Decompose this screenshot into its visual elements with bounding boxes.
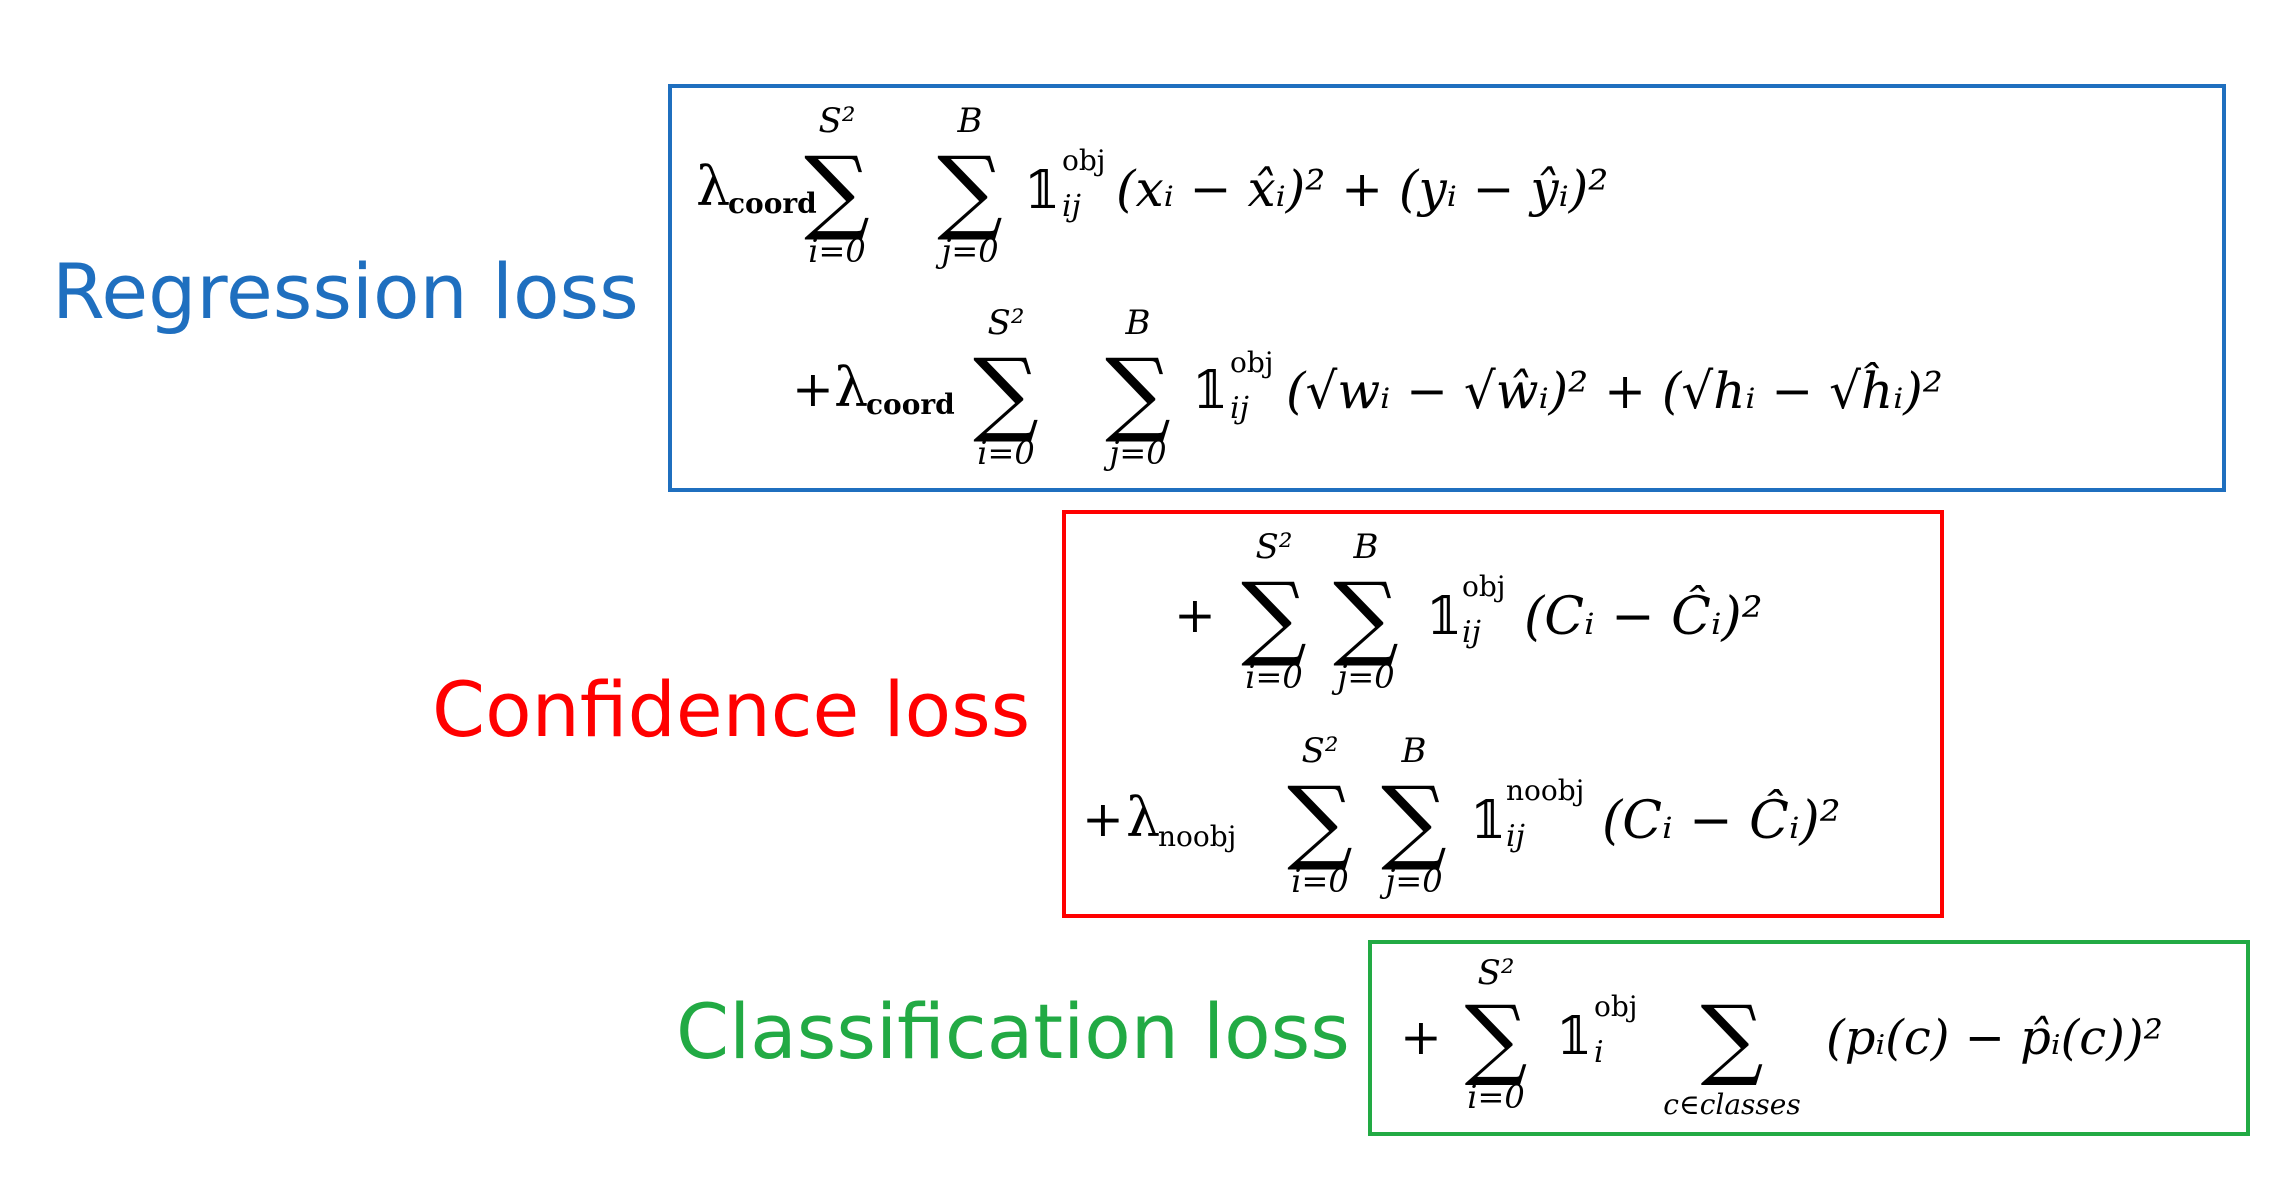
sum-lower-i0: i=0: [977, 434, 1034, 472]
classification-formula: + S² ∑ i=0 𝟙 obj i ∑ c∈classes (pᵢ(c) − …: [1400, 953, 2163, 1121]
indicator-sup-obj: obj: [1462, 570, 1505, 603]
indicator-sup-obj: obj: [1230, 346, 1273, 379]
sum-lower-j0: j=0: [935, 232, 998, 270]
sum-lower-i0: i=0: [808, 232, 865, 270]
sum-lower-classes: c∈classes: [1663, 1088, 1800, 1121]
regression-loss-label: Regression loss: [52, 247, 639, 336]
indicator-sup-obj: obj: [1062, 144, 1105, 177]
sum-upper-s2: S²: [1302, 731, 1339, 771]
sum-symbol-i: ∑: [1287, 767, 1353, 874]
term-xy: (xᵢ − x̂ᵢ)² + (yᵢ − ŷᵢ)²: [1116, 160, 1608, 218]
sum-lower-i0: i=0: [1467, 1078, 1524, 1116]
indicator-symbol: 𝟙: [1470, 791, 1506, 851]
sum-symbol-i: ∑: [973, 339, 1039, 446]
plus-sign: +: [1082, 790, 1124, 848]
indicator-sup-obj: obj: [1594, 990, 1637, 1023]
indicator-sub-ij: ij: [1506, 819, 1525, 854]
coord-subscript: coord: [728, 187, 817, 220]
classification-loss-box: + S² ∑ i=0 𝟙 obj i ∑ c∈classes (pᵢ(c) − …: [1368, 940, 2250, 1136]
sum-upper-b: B: [1353, 527, 1379, 567]
indicator-sub-ij: ij: [1062, 189, 1081, 224]
sum-lower-j0: j=0: [1103, 434, 1166, 472]
coord-subscript: coord: [866, 388, 955, 421]
sum-lower-i0: i=0: [1245, 658, 1302, 696]
confidence-loss-box: + S² ∑ i=0 B ∑ j=0 𝟙 obj ij (Cᵢ − Ĉᵢ)² +…: [1062, 510, 1944, 918]
sum-symbol-j: ∑: [1105, 339, 1171, 446]
sum-lower-i0: i=0: [1291, 862, 1348, 900]
regression-formula: λ coord S² ∑ i=0 B ∑ j=0 𝟙 obj ij (xᵢ − …: [696, 101, 1943, 472]
indicator-symbol: 𝟙: [1426, 587, 1462, 647]
sum-symbol-c: ∑: [1701, 986, 1764, 1089]
sum-upper-s2: S²: [1478, 953, 1515, 993]
sum-symbol-j: ∑: [1381, 767, 1447, 874]
sum-upper-s2: S²: [1256, 527, 1293, 567]
term-c-noobj: (Cᵢ − Ĉᵢ)²: [1602, 789, 1841, 851]
plus-sign: +: [1174, 586, 1216, 644]
indicator-sub-ij: ij: [1462, 615, 1481, 650]
sum-upper-b: B: [957, 101, 983, 141]
confidence-loss-label: Confidence loss: [432, 665, 1031, 754]
lambda-symbol: λ: [696, 155, 730, 218]
sum-symbol-i: ∑: [1241, 563, 1307, 670]
indicator-sub-ij: ij: [1230, 391, 1249, 426]
sum-upper-s2: S²: [819, 101, 856, 141]
sum-lower-j0: j=0: [1331, 658, 1394, 696]
indicator-sup-noobj: noobj: [1506, 774, 1584, 807]
classification-loss-label: Classification loss: [676, 987, 1350, 1076]
term-p: (pᵢ(c) − p̂ᵢ(c))²: [1826, 1010, 2163, 1066]
sum-lower-j0: j=0: [1379, 862, 1442, 900]
noobj-subscript: noobj: [1158, 820, 1236, 853]
indicator-symbol: 𝟙: [1556, 1007, 1592, 1067]
sum-symbol-j: ∑: [1333, 563, 1399, 670]
sum-symbol-j: ∑: [937, 137, 1003, 244]
sum-upper-b: B: [1401, 731, 1427, 771]
indicator-symbol: 𝟙: [1024, 161, 1060, 221]
confidence-formula: + S² ∑ i=0 B ∑ j=0 𝟙 obj ij (Cᵢ − Ĉᵢ)² +…: [1082, 527, 1841, 900]
indicator-sub-i: i: [1594, 1035, 1604, 1070]
regression-loss-box: λ coord S² ∑ i=0 B ∑ j=0 𝟙 obj ij (xᵢ − …: [668, 84, 2226, 492]
plus-sign: +: [1400, 1008, 1442, 1066]
sum-symbol-i: ∑: [804, 137, 870, 244]
lambda-symbol: λ: [1126, 786, 1160, 849]
term-c-obj: (Cᵢ − Ĉᵢ)²: [1524, 585, 1763, 647]
sum-upper-s2: S²: [988, 303, 1025, 343]
sum-symbol-i: ∑: [1465, 986, 1528, 1089]
sum-upper-b: B: [1125, 303, 1151, 343]
lambda-symbol: λ: [834, 356, 868, 419]
plus-sign: +: [792, 360, 834, 418]
indicator-symbol: 𝟙: [1192, 361, 1228, 421]
term-wh: (√wᵢ − √ŵᵢ)² + (√hᵢ − √ĥᵢ)²: [1286, 361, 1943, 420]
